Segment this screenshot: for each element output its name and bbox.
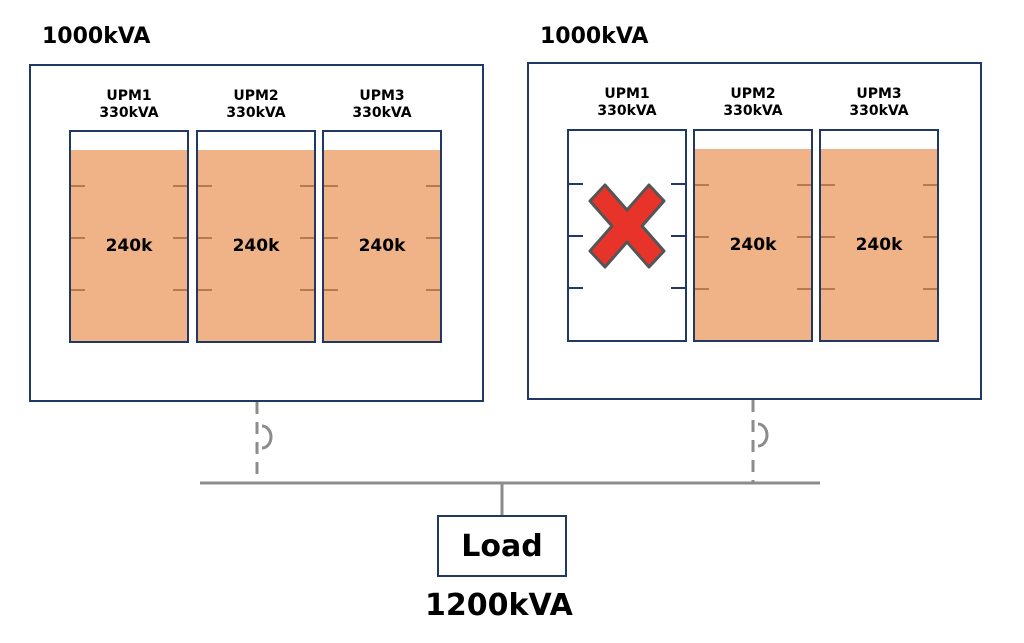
failure-x-icon bbox=[588, 183, 666, 269]
left-upm1-label: UPM1 330kVA bbox=[69, 88, 189, 122]
load-fill: 240k bbox=[695, 149, 811, 340]
left-upm2-load: 240k bbox=[232, 235, 280, 256]
left-upm1-rating: 330kVA bbox=[99, 105, 159, 121]
left-upm3-name: UPM3 bbox=[359, 88, 405, 104]
load-label: Load bbox=[461, 528, 543, 564]
right-upm2-load: 240k bbox=[729, 234, 777, 255]
right-breaker-icon bbox=[757, 422, 769, 448]
left-upm3-module: 240k bbox=[322, 130, 442, 343]
right-upm3-label: UPM3 330kVA bbox=[819, 86, 939, 120]
load-fill: 240k bbox=[821, 149, 937, 340]
right-upm3-module: 240k bbox=[819, 129, 939, 342]
right-upm1-module bbox=[567, 129, 687, 342]
load-fill: 240k bbox=[198, 150, 314, 341]
right-system-capacity: 1000kVA bbox=[540, 24, 649, 49]
left-upm2-label: UPM2 330kVA bbox=[196, 88, 316, 122]
right-upm1-name: UPM1 bbox=[604, 86, 650, 102]
left-upm2-rating: 330kVA bbox=[226, 105, 286, 121]
right-upm3-rating: 330kVA bbox=[849, 103, 909, 119]
right-upm1-label: UPM1 330kVA bbox=[567, 86, 687, 120]
load-fill: 240k bbox=[71, 150, 187, 341]
left-upm2-module: 240k bbox=[196, 130, 316, 343]
load-fill: 240k bbox=[324, 150, 440, 341]
left-upm3-load: 240k bbox=[358, 235, 406, 256]
left-upm3-label: UPM3 330kVA bbox=[322, 88, 442, 122]
load-box: Load bbox=[437, 515, 567, 577]
left-upm2-name: UPM2 bbox=[233, 88, 279, 104]
left-upm1-module: 240k bbox=[69, 130, 189, 343]
right-upm3-load: 240k bbox=[855, 234, 903, 255]
left-breaker-icon bbox=[261, 424, 273, 450]
right-upm3-name: UPM3 bbox=[856, 86, 902, 102]
right-upm1-rating: 330kVA bbox=[597, 103, 657, 119]
right-upm2-name: UPM2 bbox=[730, 86, 776, 102]
left-upm1-load: 240k bbox=[105, 235, 153, 256]
right-upm2-module: 240k bbox=[693, 129, 813, 342]
total-capacity: 1200kVA bbox=[425, 588, 573, 623]
right-upm2-rating: 330kVA bbox=[723, 103, 783, 119]
right-upm2-label: UPM2 330kVA bbox=[693, 86, 813, 120]
left-system-capacity: 1000kVA bbox=[42, 24, 151, 49]
left-upm3-rating: 330kVA bbox=[352, 105, 412, 121]
left-upm1-name: UPM1 bbox=[106, 88, 152, 104]
